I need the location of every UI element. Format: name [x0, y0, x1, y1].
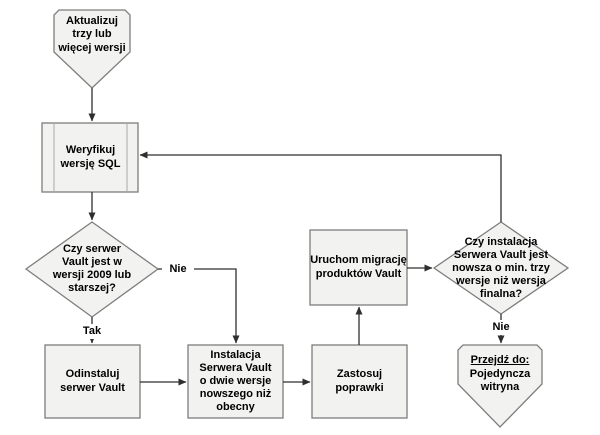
- run-migration-label: Uruchom migrację produktów Vault: [310, 254, 407, 280]
- uninstall-label: Odinstaluj serwer Vault: [60, 368, 125, 394]
- apply-patches-shape: [311, 344, 408, 419]
- verify-sql-label: Weryfikuj wersję SQL: [60, 144, 121, 170]
- goto-offpage-shape: [457, 344, 543, 428]
- verify-sql-predefined-shape: [41, 122, 139, 193]
- edge-label-nie-final: Nie: [485, 320, 517, 335]
- install-label: Instalacja Serwera Vault o dwie wersje n…: [199, 348, 272, 414]
- edge-decision-final-to-verify-sql: [139, 151, 502, 222]
- start-offpage-shape: [53, 9, 131, 89]
- install-shape: [187, 344, 284, 419]
- edge-label-nie-version: Nie: [162, 262, 194, 277]
- decision-version-label: Czy serwer Vault jest w wersji 2009 lub …: [52, 242, 132, 295]
- run-migration-shape: [309, 229, 408, 306]
- goto-single-site-label: Przejdź do: Pojedyncza witryna: [458, 349, 542, 399]
- edge-nie-to-install: [158, 268, 240, 344]
- edge-label-tak: Tak: [76, 324, 108, 339]
- decision-final-label: Czy instalacja Serwera Vault jest nowsza…: [452, 235, 550, 301]
- goto-body: Pojedyncza witryna: [469, 367, 531, 394]
- goto-title: Przejdź do:: [470, 353, 530, 366]
- start-label: Aktualizuj trzy lub więcej wersji: [58, 15, 126, 54]
- uninstall-shape: [44, 344, 141, 419]
- apply-patches-label: Zastosuj poprawki: [335, 368, 384, 394]
